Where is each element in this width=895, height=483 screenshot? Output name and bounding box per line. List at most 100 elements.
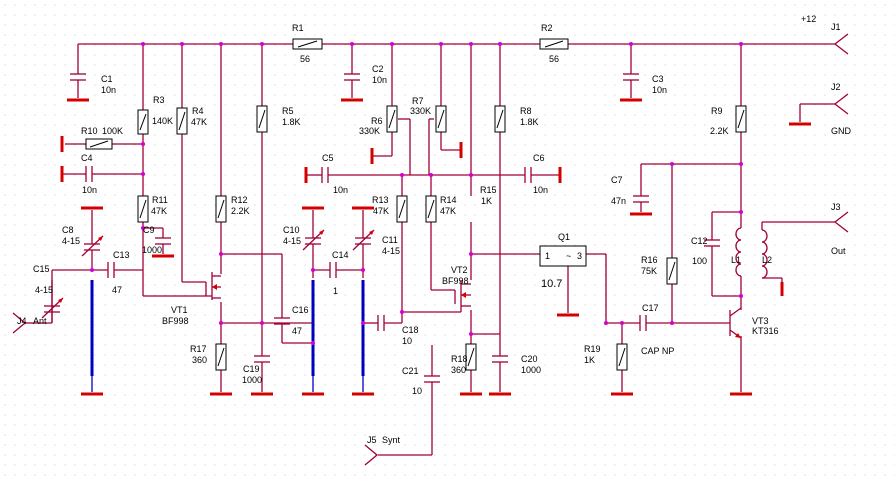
c6-ref: C6 bbox=[533, 153, 545, 163]
c8-ref: C8 bbox=[62, 225, 74, 235]
c7-ref: C7 bbox=[611, 175, 623, 185]
j4-ref: J4 bbox=[17, 316, 27, 326]
r17-ref: R17 bbox=[190, 344, 207, 354]
r3-ref: R3 bbox=[153, 95, 165, 105]
c7-value: 47n bbox=[611, 196, 626, 206]
j2-label: GND bbox=[831, 126, 852, 136]
c14-value: 1 bbox=[333, 286, 338, 296]
resistor-r14: R14 47K bbox=[425, 195, 457, 223]
r13-ref: R13 bbox=[372, 195, 389, 205]
c19-value: 1000 bbox=[242, 375, 262, 385]
capacitor-c17: C17 CAP NP bbox=[639, 303, 674, 356]
j5-ref: J5 bbox=[367, 435, 377, 445]
c13-ref: C13 bbox=[113, 250, 130, 260]
resistor-r11: R11 47K bbox=[137, 195, 168, 223]
connector-j2: J2 GND bbox=[831, 82, 852, 136]
capacitor-c18: C18 10 bbox=[377, 315, 419, 346]
resistor-r3: R3 140K bbox=[137, 95, 173, 135]
resistor-r4: R4 47K bbox=[176, 106, 207, 135]
capacitor-c2: C2 10n bbox=[344, 64, 387, 85]
r6-ref: R6 bbox=[371, 116, 383, 126]
connector-j5: J5 Synt bbox=[364, 435, 401, 466]
resistor-r9: R9 2.2K bbox=[710, 105, 747, 136]
r1-ref: R1 bbox=[292, 23, 304, 33]
capacitor-c10: C10 4-15 bbox=[283, 225, 325, 251]
c4-ref: C4 bbox=[81, 153, 93, 163]
capacitor-c20: C20 1000 bbox=[492, 354, 541, 375]
c1-ref: C1 bbox=[101, 74, 113, 84]
l1-ref: L1 bbox=[731, 255, 741, 265]
transistor-vt2: VT2 BF998 bbox=[442, 265, 471, 312]
c17-value: CAP NP bbox=[641, 346, 674, 356]
crystal-filter-q1: Q1 1 ~ 3 10.7 bbox=[539, 232, 587, 290]
r4-ref: R4 bbox=[192, 106, 204, 116]
r2-value: 56 bbox=[549, 54, 559, 64]
r5-value: 1.8K bbox=[282, 117, 301, 127]
connector-j3: J3 Out bbox=[831, 202, 849, 256]
c12-ref: C12 bbox=[691, 236, 708, 246]
capacitor-c8: C8 4-15 bbox=[62, 225, 104, 257]
r17-value: 360 bbox=[192, 355, 207, 365]
resistor-r16: R16 75K bbox=[641, 255, 678, 285]
c21-value: 10 bbox=[412, 386, 422, 396]
r19-value: 1K bbox=[584, 355, 595, 365]
q1-pin3: 3 bbox=[577, 251, 582, 261]
c21-ref: C21 bbox=[402, 366, 419, 376]
capacitor-c1: C1 10n bbox=[70, 73, 116, 95]
transistor-vt1: VT1 BF998 bbox=[162, 272, 221, 326]
c5-ref: C5 bbox=[322, 153, 334, 163]
q1-symbol: ~ bbox=[566, 251, 571, 261]
vt1-ref: VT1 bbox=[171, 305, 188, 315]
transistor-vt3: VT3 KT316 bbox=[729, 307, 779, 339]
r12-value: 2.2K bbox=[231, 206, 250, 216]
c16-value: 47 bbox=[292, 326, 302, 336]
capacitor-c16: C16 47 bbox=[274, 305, 309, 336]
supply-label: +12 bbox=[801, 14, 816, 24]
c11-ref: C11 bbox=[382, 235, 398, 245]
resistor-r15: R15 1K bbox=[480, 185, 497, 206]
inductor-l2: L2 bbox=[761, 229, 772, 279]
c13-value: 47 bbox=[112, 285, 122, 295]
capacitor-c9: C9 1000 bbox=[142, 225, 171, 255]
c10-ref: C10 bbox=[283, 225, 300, 235]
vt3-value: KT316 bbox=[752, 326, 779, 336]
r18-ref: R18 bbox=[451, 354, 468, 364]
r5-ref: R5 bbox=[282, 106, 294, 116]
l2-ref: L2 bbox=[762, 255, 772, 265]
c2-value: 10n bbox=[372, 75, 387, 85]
capacitor-c12: C12 100 bbox=[691, 236, 720, 266]
c1-value: 10n bbox=[101, 85, 116, 95]
vt3-ref: VT3 bbox=[752, 316, 769, 326]
c10-value: 4-15 bbox=[283, 236, 301, 246]
c17-ref: C17 bbox=[642, 303, 659, 313]
c12-value: 100 bbox=[692, 256, 707, 266]
r14-value: 47K bbox=[440, 206, 456, 216]
capacitor-c14: C14 1 bbox=[329, 250, 349, 296]
r8-ref: R8 bbox=[520, 106, 532, 116]
r18-value: 360 bbox=[451, 365, 466, 375]
resistor-r2: R2 56 bbox=[539, 23, 569, 64]
q1-pin1: 1 bbox=[545, 251, 550, 261]
j2-ref: J2 bbox=[831, 82, 841, 92]
r16-value: 75K bbox=[641, 266, 657, 276]
capacitor-c21: C21 10 bbox=[402, 366, 440, 396]
c20-value: 1000 bbox=[521, 365, 541, 375]
r8-value: 1.8K bbox=[520, 117, 539, 127]
r1-value: 56 bbox=[300, 54, 310, 64]
c3-value: 10n bbox=[652, 85, 667, 95]
capacitor-c11: C11 4-15 bbox=[352, 229, 400, 256]
junctions bbox=[90, 42, 743, 345]
c3-ref: C3 bbox=[652, 74, 664, 84]
j5-label: Synt bbox=[382, 435, 401, 445]
r6-value: 330K bbox=[359, 126, 380, 136]
r2-ref: R2 bbox=[541, 23, 553, 33]
q1-ref: Q1 bbox=[558, 232, 570, 242]
r12-ref: R12 bbox=[231, 195, 248, 205]
c18-value: 10 bbox=[402, 336, 412, 346]
r13-value: 47K bbox=[373, 206, 389, 216]
c5-value: 10n bbox=[333, 185, 348, 195]
connector-j1: +12 J1 bbox=[801, 14, 849, 55]
r14-ref: R14 bbox=[440, 195, 457, 205]
r4-value: 47K bbox=[191, 117, 207, 127]
